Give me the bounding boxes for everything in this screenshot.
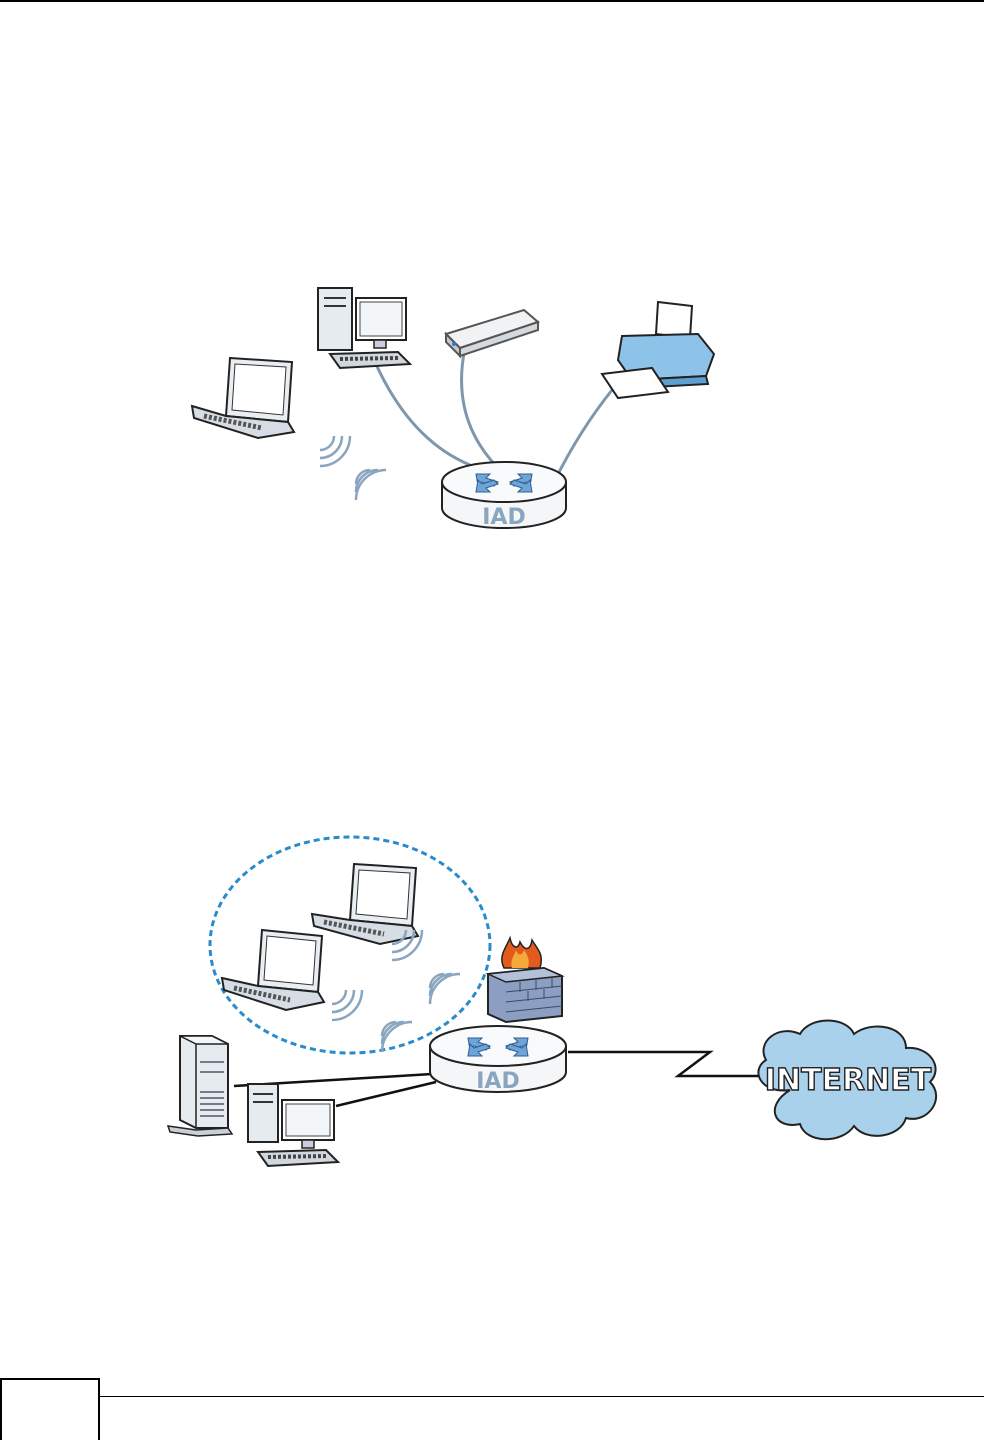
internet-link	[568, 1052, 760, 1076]
internet-access-diagram: IAD INTERNET	[150, 830, 970, 1190]
home-network-diagram: IAD	[180, 280, 780, 560]
firewall-icon	[488, 938, 562, 1022]
wireless-signal-icon	[320, 436, 386, 500]
cable-storage	[462, 348, 500, 470]
laptop-icon	[192, 358, 294, 438]
wireless-signal-icon	[332, 930, 460, 1052]
page-number-box	[0, 1378, 100, 1440]
laptop-icon	[222, 930, 324, 1010]
cloud-label: INTERNET	[765, 1063, 932, 1098]
cable-printer	[555, 390, 612, 480]
cable-desktop	[336, 1082, 436, 1106]
footer-rule	[100, 1396, 984, 1397]
router-label: IAD	[482, 505, 525, 530]
header-rule	[0, 0, 984, 2]
router-icon: IAD	[442, 462, 566, 530]
desktop-computer-icon	[318, 288, 410, 368]
router-label: IAD	[476, 1069, 519, 1094]
server-icon	[168, 1036, 232, 1136]
desktop-computer-icon	[248, 1084, 338, 1166]
storage-device-icon	[446, 310, 538, 356]
router-icon: IAD	[430, 1026, 566, 1094]
internet-cloud-icon: INTERNET	[758, 1021, 936, 1140]
printer-icon	[602, 302, 714, 398]
laptop-icon	[312, 864, 418, 944]
cable-desktop	[375, 362, 470, 465]
wireless-zone	[210, 837, 490, 1053]
